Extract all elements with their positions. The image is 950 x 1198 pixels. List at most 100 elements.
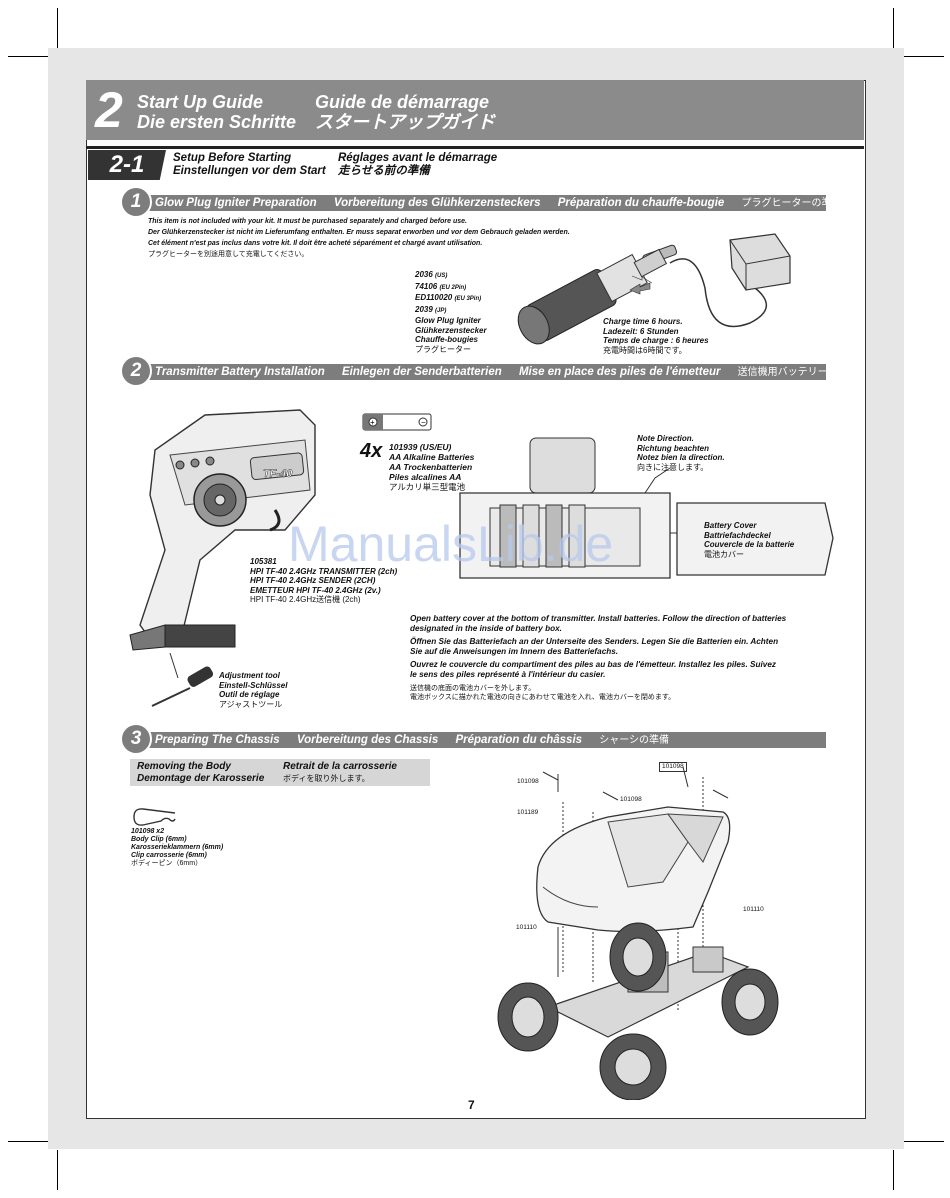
igniter-name-jp: プラグヒーター	[415, 344, 471, 354]
transmitter-part: 105381	[250, 557, 277, 566]
transmitter-de: HPI TF-40 2.4GHz SENDER (2CH)	[250, 576, 376, 585]
step2-number: 2	[120, 355, 152, 387]
battery-instructions: Open battery cover at the bottom of tran…	[410, 614, 786, 703]
glow-igniter-illustration	[517, 233, 791, 345]
clip-jp: ボディーピン（6mm）	[131, 860, 203, 867]
adjustment-tool-illustration	[151, 652, 214, 707]
transmitter-label: 105381 HPI TF-40 2.4GHz TRANSMITTER (2ch…	[250, 557, 397, 605]
igniter-part-4-note: (JP)	[435, 307, 447, 314]
callout-101110-b: 101110	[516, 924, 537, 931]
transmitter-jp: HPI TF-40 2.4GHz送信機 (2ch)	[250, 595, 361, 604]
step1-note-fr: Cet élément n'est pas inclus dans votre …	[148, 240, 483, 247]
crop-mark	[893, 8, 894, 48]
step3-title-fr: Préparation du châssis	[455, 734, 583, 746]
step2-title-fr: Mise en place des piles de l'émetteur	[518, 366, 721, 378]
step3-title-jp: シャーシの準備	[599, 735, 670, 746]
step1-title-en: Glow Plug Igniter Preparation	[155, 197, 317, 209]
step2-title-en: Transmitter Battery Installation	[155, 366, 325, 378]
battery-cover-text: Battery Cover Battriefachdeckel Couvercl…	[704, 521, 794, 559]
charge-jp: 充電時間は6時間です。	[603, 345, 687, 355]
step3-title-de: Vorbereitung des Chassis	[296, 734, 439, 746]
callout-101098-c: 101098	[620, 796, 642, 803]
callout-101098-a: 101098	[659, 762, 687, 772]
instr-de-2: Sie auf die Anweisungen im Innern des Ba…	[410, 646, 619, 656]
callout-101189: 101189	[517, 809, 539, 816]
clip-part: 101098 x2	[131, 828, 165, 835]
step1-note-jp: プラグヒーターを別途用意して充電してください。	[148, 251, 309, 258]
chapter-title-fr: Guide de démarrage	[315, 92, 490, 112]
watermark: ManualsLib.de	[288, 516, 614, 572]
igniter-part-4: 2039	[415, 304, 433, 314]
charge-time-text: Charge time 6 hours. Ladezeit: 6 Stunden…	[603, 317, 709, 355]
removing-fr: Retrait de la carrosserie	[283, 761, 397, 772]
battery-compartment-illustration	[459, 437, 834, 579]
tool-fr: Outil de réglage	[219, 690, 280, 699]
body-clip-icon	[133, 808, 176, 826]
tool-jp: アジャストツール	[219, 699, 283, 709]
instr-en-2: designated in the inside of battery box.	[410, 623, 562, 633]
direction-de: Richtung beachten	[637, 443, 710, 453]
chapter-title-en: Start Up Guide	[137, 92, 264, 112]
clip-fr: Clip carrosserie (6mm)	[131, 852, 207, 859]
igniter-name-fr: Chauffe-bougies	[415, 335, 478, 344]
step3-number: 3	[120, 723, 152, 755]
battery-jp: アルカリ単三型電池	[389, 482, 466, 492]
callout-101110-a: 101110	[743, 906, 764, 913]
igniter-name-de: Glühkerzenstecker	[415, 325, 487, 335]
battery-quantity: 4x	[360, 440, 383, 462]
step3-bar: Preparing The Chassis Vorbereitung des C…	[145, 732, 826, 748]
cover-fr: Couvercle de la batterie	[704, 540, 795, 549]
body-clip-label: 101098 x2 Body Clip (6mm) Karosserieklam…	[131, 828, 223, 868]
tool-en: Adjustment tool	[219, 671, 280, 680]
clip-en: Body Clip (6mm)	[131, 836, 187, 843]
page-number: 7	[468, 1098, 475, 1112]
instr-en-1: Open battery cover at the bottom of tran…	[410, 614, 787, 623]
aa-battery-icon: + −	[362, 413, 432, 431]
step1-title-fr: Préparation du chauffe-bougie	[557, 197, 725, 209]
transmitter-fr: EMETTEUR HPI TF-40 2.4GHz (2v.)	[250, 585, 381, 595]
igniter-name-en: Glow Plug Igniter	[415, 316, 481, 325]
instr-fr-2: le sens des piles représenté à l'intérie…	[410, 669, 606, 679]
note-direction-text: Note Direction. Richtung beachten Notez …	[637, 434, 725, 472]
crop-mark	[57, 1150, 58, 1190]
crop-mark	[904, 1141, 944, 1142]
battery-label: 101939 (US/EU) AA Alkaline Batteries AA …	[389, 442, 474, 492]
charge-fr: Temps de charge : 6 heures	[603, 336, 709, 345]
crop-mark	[893, 1150, 894, 1190]
section-title-de: Einstellungen vor dem Start	[173, 165, 326, 177]
callout-101098-b: 101098	[517, 778, 539, 785]
chapter-header	[86, 80, 864, 140]
removing-body-box	[130, 759, 430, 786]
chapter-title-de: Die ersten Schritte	[137, 112, 297, 132]
step2-title-jp: 送信機用バッテリーの入れ方	[737, 367, 826, 378]
cover-jp: 電池カバー	[704, 549, 744, 559]
battery-fr: Piles alcalines AA	[389, 472, 462, 482]
igniter-part-3-note: (EU 3Pin)	[454, 296, 482, 302]
section-number: 2-1	[88, 150, 166, 180]
clip-de: Karosserieklammern (6mm)	[131, 844, 224, 851]
crop-mark	[904, 56, 944, 57]
section-title-en: Setup Before Starting	[173, 152, 292, 164]
charge-en: Charge time 6 hours.	[603, 317, 683, 326]
direction-en: Note Direction.	[637, 434, 694, 443]
transmitter-model-label: TF-40	[263, 468, 293, 480]
instr-jp-1: 送信機の底面の電池カバーを外します。	[410, 684, 536, 692]
igniter-part-list: 2036 (US) 74106 (EU 2Pin) ED110020 (EU 3…	[415, 270, 487, 354]
direction-jp: 向きに注意します。	[637, 462, 709, 472]
crop-mark	[8, 56, 48, 57]
truck-chassis-illustration	[497, 766, 779, 1100]
removing-de: Demontage der Karosserie	[137, 773, 265, 784]
step3-title-en: Preparing The Chassis	[155, 734, 280, 746]
step1-bar: Glow Plug Igniter Preparation Vorbereitu…	[145, 195, 826, 211]
step1-note-en: This item is not included with your kit.…	[148, 218, 467, 225]
igniter-part-2: 74106	[415, 281, 438, 291]
cover-en: Battery Cover	[704, 521, 757, 530]
cover-de: Battriefachdeckel	[704, 530, 771, 540]
removing-en: Removing the Body	[137, 761, 231, 772]
igniter-part-1-note: (US)	[435, 273, 448, 279]
transmitter-illustration: TF-40	[129, 409, 316, 651]
igniter-part-2-note: (EU 2Pin)	[439, 284, 467, 291]
step2-title-de: Einlegen der Senderbatterien	[341, 366, 502, 378]
section-title-fr: Réglages avant le démarrage	[338, 152, 498, 164]
igniter-part-3: ED110020	[415, 293, 453, 302]
